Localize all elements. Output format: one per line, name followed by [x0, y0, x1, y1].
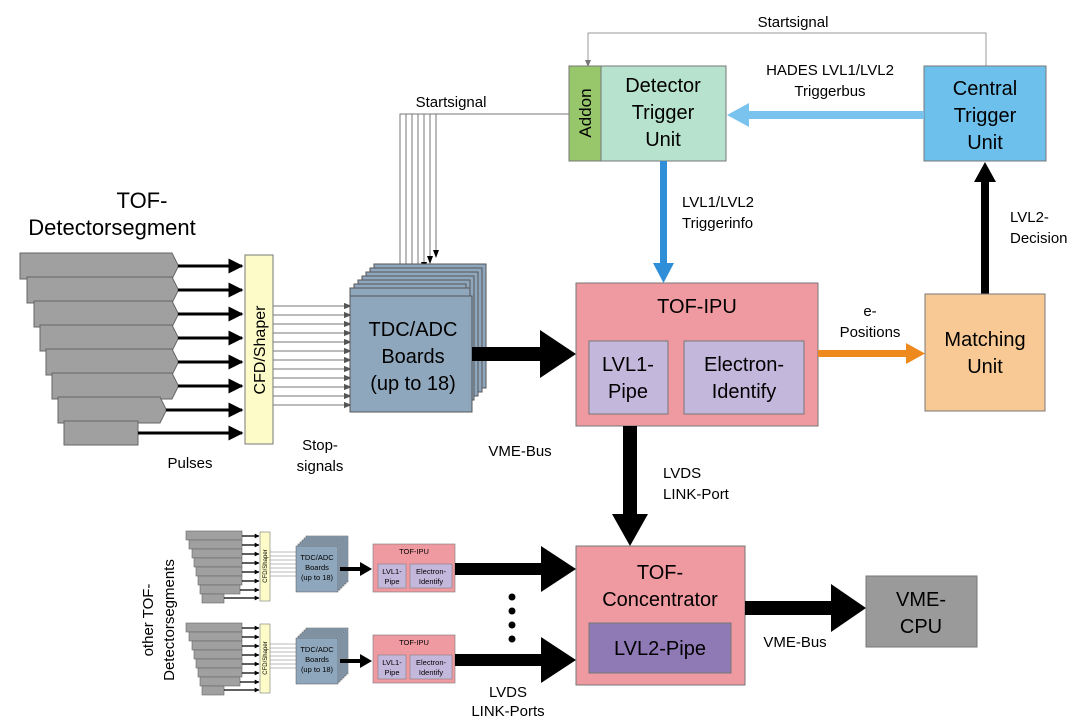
lvl1-pipe-box [588, 340, 669, 415]
other-segments-label-1: other TOF- [140, 584, 157, 657]
mini-tdc-1-label-1: TDC/ADC [300, 553, 334, 562]
dtu-label-3: Unit [645, 129, 681, 151]
vme-bus-label-2: VME-Bus [763, 634, 826, 651]
tdc-adc-front-board [349, 295, 473, 413]
lvds-ports-label-1: LVDS [489, 684, 527, 701]
epos-label-1: e- [863, 303, 876, 320]
mini-el-2-label-2: Identify [419, 668, 443, 677]
dtu-label-2: Trigger [632, 102, 695, 124]
tof-segment-label-2: Detectorsegment [28, 215, 196, 240]
stop-label-1: Stop- [302, 437, 338, 454]
triggerinfo-label-1: LVL1/LVL2 [682, 194, 754, 211]
startsignal-top-line [587, 32, 987, 66]
vme-bus-label-1: VME-Bus [488, 443, 551, 460]
lvl1-pipe-label-1: LVL1- [602, 354, 654, 376]
triggerbus-arrow [727, 103, 924, 127]
stop-label-2: signals [297, 458, 344, 475]
epos-label-2: Positions [840, 324, 901, 341]
ctu-label-3: Unit [967, 132, 1003, 154]
lvl1-pipe-label-2: Pipe [608, 381, 648, 403]
concentrator-label-2: Concentrator [602, 589, 718, 611]
lvl2-pipe-box [588, 622, 732, 674]
mini-cfd-label-2: CFD/Shaper [263, 641, 269, 674]
hades-bus-label-2: Triggerbus [794, 83, 865, 100]
mini-lvl1-2-label-1: LVL1- [382, 658, 402, 667]
tdc-label-2: Boards [381, 346, 444, 368]
decision-arrow [974, 162, 996, 294]
cfd-shaper-box [244, 254, 274, 445]
mini-tdc-2-label-1: TDC/ADC [300, 645, 334, 654]
mini-tdc-2-label-2: Boards [305, 655, 329, 664]
pulses-label: Pulses [167, 455, 212, 472]
tof-detector-segment [19, 252, 179, 446]
vme-cpu-box [865, 575, 978, 648]
cpu-label-2: CPU [900, 616, 942, 638]
concentrator-label-1: TOF- [637, 562, 683, 584]
lvds-port-label-1: LVDS [663, 465, 701, 482]
vme-bus-arrow-2 [745, 584, 866, 632]
mini-lvl1-1-label-1: LVL1- [382, 567, 402, 576]
mini-tdc-1-label-3: (up to 18) [301, 573, 334, 582]
matching-unit-box [924, 293, 1046, 412]
dtu-label-1: Detector [625, 75, 701, 97]
ctu-label-2: Trigger [954, 105, 1017, 127]
stop-signal-lines [273, 302, 352, 409]
lvds-link-ports-arrow-1 [455, 546, 576, 592]
electron-label-2: Identify [712, 381, 776, 403]
ellipsis-dots [508, 593, 516, 643]
detector-trigger-unit-box [600, 65, 727, 162]
pulse-arrows [138, 258, 244, 441]
mini-el-1-label-1: Electron- [416, 567, 447, 576]
mini-tdc-1-label-2: Boards [305, 563, 329, 572]
mini-segment-1: CFD/Shaper TDC/ADC Boards (up to 18) TOF… [185, 530, 456, 604]
mini-ipu-2-label: TOF-IPU [399, 638, 429, 647]
addon-label: Addon [576, 88, 595, 137]
e-positions-arrow [818, 343, 925, 364]
tdc-label-3: (up to 18) [370, 373, 456, 395]
decision-label-1: LVL2- [1010, 209, 1049, 226]
matching-label-1: Matching [944, 329, 1025, 351]
lvds-port-label-2: LINK-Port [663, 486, 730, 503]
lvds-link-port-arrow [612, 426, 648, 546]
triggerinfo-label-2: Triggerinfo [682, 215, 753, 232]
mini-el-1-label-2: Identify [419, 577, 443, 586]
mini-lvl1-1-label-2: Pipe [384, 577, 399, 586]
matching-label-2: Unit [967, 356, 1003, 378]
electron-identify-box [683, 340, 805, 415]
electron-label-1: Electron- [704, 354, 784, 376]
startsignal-left-label: Startsignal [416, 94, 487, 111]
hades-bus-label-1: HADES LVL1/LVL2 [766, 62, 894, 79]
other-segments-label-2: Detectorsegments [161, 559, 178, 681]
ctu-label-1: Central [953, 78, 1017, 100]
cfd-shaper-label: CFD/Shaper [252, 305, 269, 395]
mini-el-2-label-1: Electron- [416, 658, 447, 667]
tof-ipu-label: TOF-IPU [657, 296, 737, 318]
mini-lvl1-2-label-2: Pipe [384, 668, 399, 677]
mini-cfd-box-1 [259, 531, 271, 602]
mini-cfd-label-1: CFD/Shaper [263, 549, 269, 582]
tdc-label-1: TDC/ADC [369, 319, 458, 341]
startsignal-lines [399, 113, 569, 290]
vme-bus-arrow-1 [472, 330, 576, 378]
tof-segment-label-1: TOF- [117, 188, 168, 213]
decision-label-2: Decision [1010, 230, 1068, 247]
mini-segment-2: CFD/Shaper TDC/ADC Boards (up to 18) TOF… [185, 622, 456, 696]
mini-tdc-2-label-3: (up to 18) [301, 665, 334, 674]
lvl2-pipe-label: LVL2-Pipe [614, 638, 706, 660]
central-trigger-unit-box [923, 65, 1047, 162]
mini-ipu-1-label: TOF-IPU [399, 547, 429, 556]
lvds-ports-label-2: LINK-Ports [471, 703, 544, 720]
startsignal-top-label: Startsignal [758, 14, 829, 31]
mini-cfd-box-2 [259, 623, 271, 694]
lvds-link-ports-arrow-2 [455, 637, 576, 683]
triggerinfo-arrow [653, 161, 674, 283]
cpu-label-1: VME- [896, 589, 946, 611]
